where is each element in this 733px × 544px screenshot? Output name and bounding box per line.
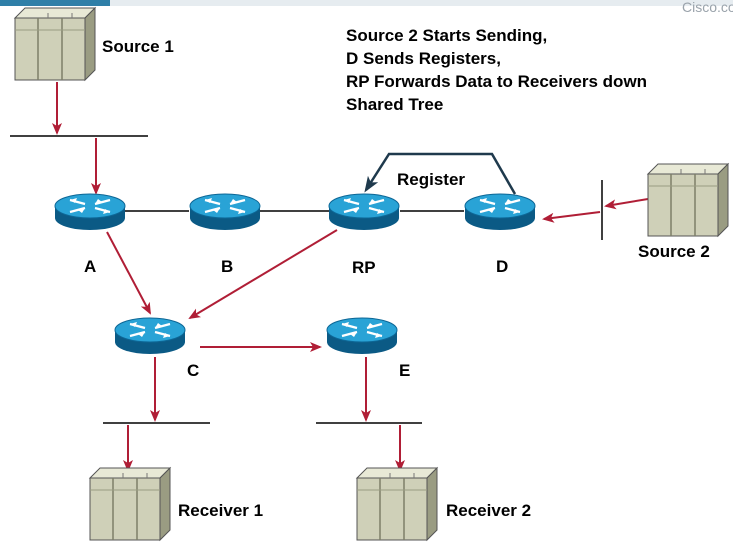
router-d-icon <box>463 192 537 232</box>
header-accent <box>0 0 110 6</box>
receiver1-host-icon <box>89 467 171 541</box>
diagram-title: Source 2 Starts Sending, D Sends Registe… <box>346 24 647 116</box>
header-band <box>0 0 733 6</box>
arrow-a-to-c <box>106 231 151 315</box>
router-c-label: C <box>187 361 200 380</box>
source2-host-icon <box>647 163 729 237</box>
receiver2-label: Receiver 2 <box>446 501 532 520</box>
router-b-icon <box>188 192 262 232</box>
source1-host-icon <box>14 7 96 81</box>
source2-label: Source 2 <box>638 242 710 261</box>
router-rp-icon <box>327 192 401 232</box>
router-a-label: A <box>84 257 97 276</box>
title-line: Shared Tree <box>346 95 444 114</box>
register-label: Register <box>397 170 466 189</box>
router-c-icon <box>113 316 187 356</box>
register-arrow <box>364 152 517 195</box>
title-line: D Sends Registers, <box>346 49 501 68</box>
router-d-label: D <box>496 257 509 276</box>
arrow-rp-to-c <box>188 229 338 320</box>
router-rp-label: RP <box>352 258 376 277</box>
brand-text: Cisco.co <box>682 0 733 15</box>
router-e-icon <box>325 316 399 356</box>
router-a-icon <box>53 192 127 232</box>
router-b-label: B <box>221 257 234 276</box>
arrow-source2-to-segment <box>604 198 649 210</box>
router-e-label: E <box>399 361 411 380</box>
title-line: RP Forwards Data to Receivers down <box>346 72 648 91</box>
title-line: Source 2 Starts Sending, <box>346 26 548 45</box>
receiver2-host-icon <box>356 467 438 541</box>
source1-label: Source 1 <box>102 37 174 56</box>
arrow-segment-to-d <box>542 211 601 223</box>
receiver1-label: Receiver 1 <box>178 501 264 520</box>
